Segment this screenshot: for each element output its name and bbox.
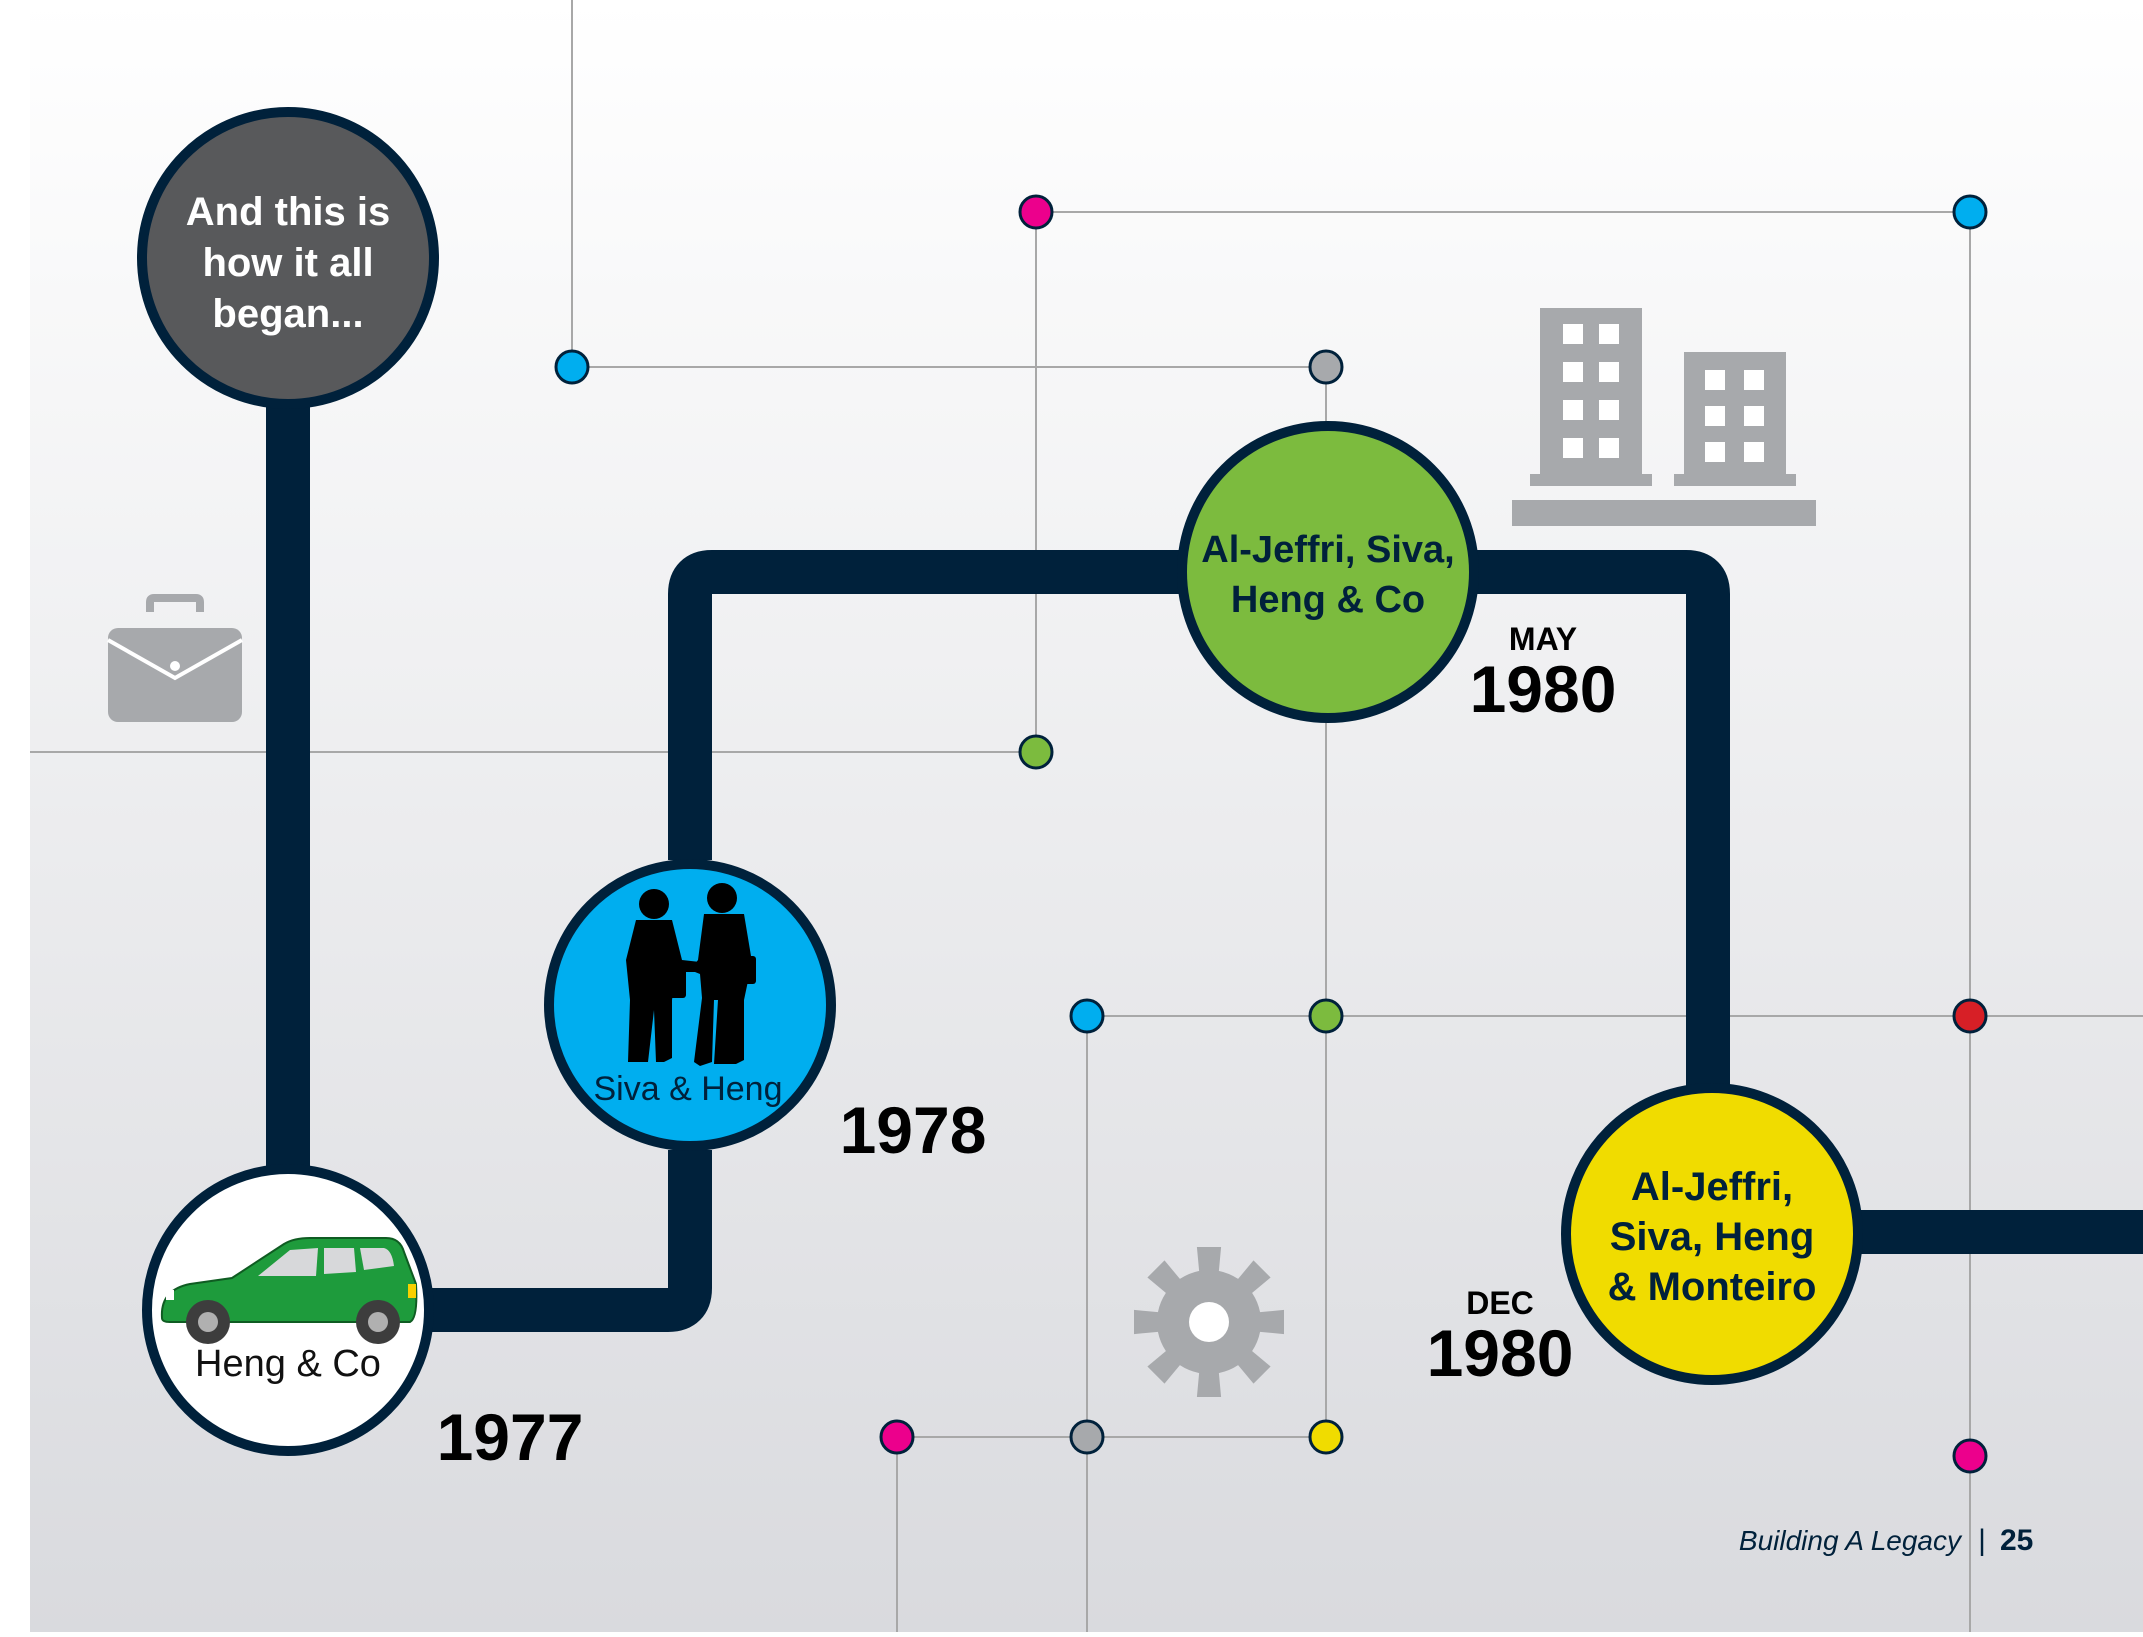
intro-text-line1: And this is xyxy=(186,190,390,234)
grid-lines xyxy=(30,0,2143,1632)
milestone-1977-label: Heng & Co xyxy=(195,1343,381,1385)
milestone-dec1980-label-line3: & Monteiro xyxy=(1608,1265,1817,1309)
buildings-icon xyxy=(1512,308,1816,526)
milestone-may1980-month: MAY xyxy=(1509,621,1577,657)
gear-icon xyxy=(1134,1247,1284,1397)
intro-text-line2: how it all xyxy=(202,241,373,285)
timeline-track xyxy=(266,258,2143,1332)
milestone-dec1980-year: 1980 xyxy=(1427,1316,1574,1390)
milestone-1978-label: Siva & Heng xyxy=(594,1070,783,1108)
milestone-may1980-label-line2: Heng & Co xyxy=(1231,579,1425,621)
milestone-1977-node: Heng & Co xyxy=(142,1164,434,1456)
car-icon xyxy=(160,1237,418,1344)
briefcase-icon xyxy=(107,594,243,722)
junction-dots xyxy=(554,194,1988,1474)
junction-dot xyxy=(1069,998,1105,1034)
junction-dot xyxy=(1308,998,1344,1034)
junction-dot xyxy=(1308,1419,1344,1455)
intro-node: And this is how it all began... xyxy=(137,107,439,409)
milestone-dec1980-node: Al-Jeffri, Siva, Heng & Monteiro xyxy=(1561,1083,1863,1385)
milestone-1977-year: 1977 xyxy=(437,1400,584,1474)
milestone-1978-node: Siva & Heng xyxy=(544,859,836,1151)
junction-dot xyxy=(1952,1438,1988,1474)
junction-dot xyxy=(1308,349,1344,385)
junction-dot xyxy=(1952,194,1988,230)
track-segment xyxy=(668,550,1180,860)
handshake-icon xyxy=(626,883,756,1066)
milestone-dec1980-label-line2: Siva, Heng xyxy=(1610,1215,1815,1259)
track-segment xyxy=(1476,550,1730,1090)
milestone-may1980-node: Al-Jeffri, Siva, Heng & Co xyxy=(1177,421,1479,723)
milestone-dec1980-label-line1: Al-Jeffri, xyxy=(1631,1165,1793,1209)
milestone-1978-year: 1978 xyxy=(840,1093,987,1167)
footer-page-number: 25 xyxy=(2000,1524,2033,1557)
milestone-dec1980-month: DEC xyxy=(1466,1285,1534,1321)
junction-dot xyxy=(879,1419,915,1455)
milestone-may1980-label-line1: Al-Jeffri, Siva, xyxy=(1201,529,1454,571)
footer-separator: | xyxy=(1978,1524,1986,1557)
intro-text-line3: began... xyxy=(212,292,363,336)
junction-dot xyxy=(1069,1419,1105,1455)
gear-hole xyxy=(1189,1302,1229,1342)
track-segment xyxy=(430,1150,712,1332)
junction-dot xyxy=(1952,998,1988,1034)
junction-dot xyxy=(1018,734,1054,770)
junction-dot xyxy=(1018,194,1054,230)
page-footer: Building A Legacy | 25 xyxy=(1739,1524,2033,1557)
milestone-may1980-year: 1980 xyxy=(1470,652,1617,726)
footer-title: Building A Legacy xyxy=(1739,1525,1963,1556)
junction-dot xyxy=(554,349,590,385)
